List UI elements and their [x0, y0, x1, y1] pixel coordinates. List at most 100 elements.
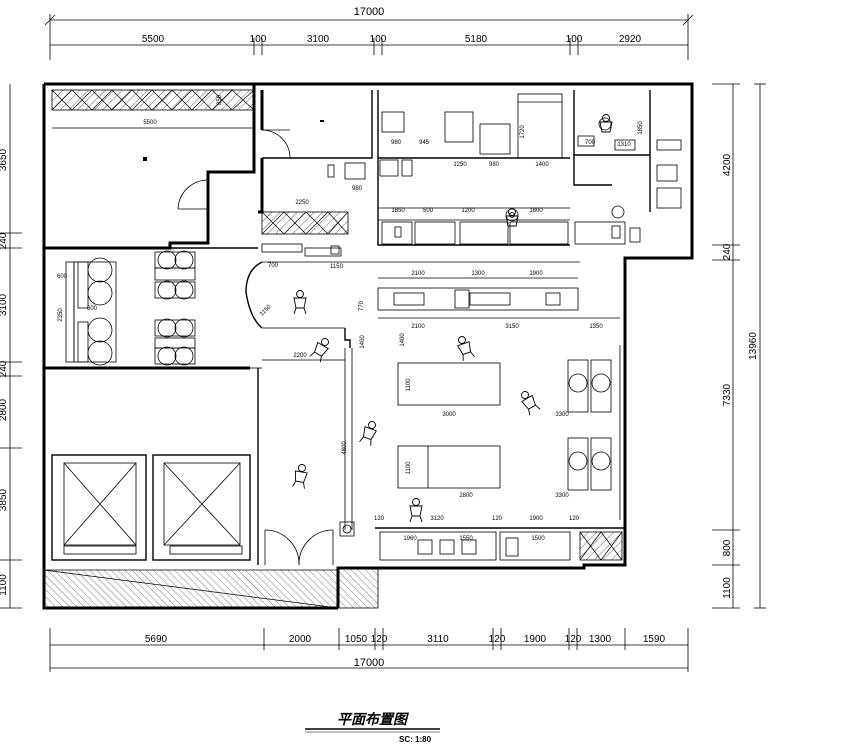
utility-room-upper-middle: 980 [258, 90, 413, 214]
exterior-walls [42, 82, 694, 610]
right-dim-1: 4200 [722, 153, 733, 176]
storage-room-top-left: 5500 850 [44, 84, 256, 250]
right-dim-5: 1100 [722, 577, 733, 599]
dining-table-upper [397, 362, 501, 406]
left-dimension-chain: 3650 240 3100 240 2800 3850 1100 [0, 84, 22, 609]
top-dim-1: 5500 [142, 34, 165, 45]
bottom-dim-9: 1300 [589, 634, 612, 645]
bottom-dim-6: 120 [489, 634, 506, 645]
dining-dim-3: 3000 [442, 412, 456, 418]
two-seat-table-lower [567, 437, 612, 491]
right-dim-3: 7330 [722, 383, 733, 406]
corridor-dim-7: 3150 [505, 324, 519, 330]
left-seating-area: 600 600 2350 [44, 247, 262, 370]
dining-dim-5: 3300 [555, 412, 569, 418]
elevator-shafts [51, 368, 259, 565]
counter-dim-3: 120 [492, 516, 503, 522]
corridor-dim-6: 2100 [411, 324, 425, 330]
corridor-dim-4: 1300 [471, 271, 485, 277]
top-dimension-chain: 17000 5500 100 3100 100 5180 100 2920 [44, 6, 694, 60]
counter-dim-4: 1900 [529, 516, 543, 522]
bottom-dim-3: 1050 [345, 634, 368, 645]
left-dim-5: 2800 [0, 398, 9, 421]
kitchen-dim-f: 980 [489, 162, 500, 168]
drawing-scale: SC: 1:80 [399, 735, 432, 744]
bottom-total-dimension: 17000 [354, 657, 385, 669]
bottom-dim-4: 120 [371, 634, 388, 645]
dining-dim-9: 1400 [360, 335, 366, 349]
left-dim-2: 240 [0, 232, 9, 249]
counter-dim-7: 1550 [459, 536, 473, 542]
top-dim-4: 100 [370, 34, 387, 45]
bottom-dimension-chain: 5690 2000 1050 120 3110 120 1900 120 130… [49, 628, 689, 672]
counter-dim-5: 120 [569, 516, 580, 522]
corridor-counters: 700 1150 2100 1300 1900 2100 3150 1350 7… [245, 261, 620, 361]
bottom-dim-2: 2000 [289, 634, 312, 645]
kitchen-dim-i: 1200 [461, 208, 475, 214]
kitchen-dim-a: 980 [391, 140, 402, 146]
kitchen-dim-e: 1250 [453, 162, 467, 168]
person-figure [599, 114, 613, 133]
table-group-left [154, 250, 196, 366]
person-figure [457, 336, 475, 361]
dining-dim-6: 3300 [555, 493, 569, 499]
person-figure [293, 290, 307, 315]
two-seat-table-upper [567, 359, 612, 413]
bottom-dim-10: 1590 [643, 634, 666, 645]
kitchen-dim-b: 945 [419, 140, 430, 146]
kitchen-area: 980 945 1720 1400 1250 980 1850 500 1200… [377, 90, 570, 246]
left-dim-1: 3650 [0, 148, 9, 171]
right-total-dimension: 13960 [748, 332, 759, 360]
bottom-dim-1: 5690 [145, 634, 168, 645]
person-figure [309, 338, 329, 363]
bottom-dim-5: 3110 [427, 634, 449, 645]
person-figure [409, 498, 423, 523]
top-segment-ticks [253, 38, 579, 55]
kitchen-dim-h: 500 [423, 208, 434, 214]
dining-table-lower [397, 445, 501, 489]
entrance-doors [264, 529, 334, 566]
utility-room-label: 980 [352, 186, 363, 192]
corridor-dim-10: 1150 [259, 304, 273, 318]
seat-dim-3: 2350 [58, 308, 64, 322]
prep-counter-dim: 2250 [295, 200, 309, 206]
people-figures [292, 114, 613, 523]
dining-dim-1: 1100 [406, 378, 412, 392]
counter-dim-6: 1960 [403, 536, 417, 542]
bottom-left-hatched-zone [43, 567, 379, 609]
kitchen-dim-g: 1850 [391, 208, 405, 214]
seat-dim-1: 600 [57, 274, 68, 280]
top-dim-7: 2920 [619, 34, 642, 45]
left-dim-7: 1100 [0, 574, 9, 596]
right-dim-2: 240 [722, 243, 733, 260]
corridor-dim-11: 2200 [293, 353, 307, 359]
kitchen-dim-j: 1800 [529, 208, 543, 214]
kitchen-dim-c: 1720 [520, 125, 526, 139]
drawing-title-block: 平面布置图 SC: 1:80 [305, 711, 440, 744]
storage-depth-label: 850 [217, 94, 223, 105]
person-figure [292, 464, 308, 489]
upper-right-rooms: 700 1310 1850 [573, 90, 682, 245]
washroom-dim-c: 1850 [638, 121, 644, 135]
top-dim-3: 3100 [307, 34, 330, 45]
person-figure [359, 421, 377, 446]
top-total-dimension: 17000 [354, 6, 385, 18]
bottom-counter-row: 120 3120 120 1900 120 1960 1550 1500 [339, 516, 625, 561]
person-figure [505, 208, 519, 227]
kitchen-dim-d: 1400 [535, 162, 549, 168]
top-dim-6: 100 [566, 34, 583, 45]
seat-dim-2: 600 [87, 306, 98, 312]
dining-dim-7: 1400 [400, 333, 406, 347]
corridor-dim-8: 1350 [589, 324, 603, 330]
corridor-dim-3: 2100 [411, 271, 425, 277]
corridor-dim-1: 700 [268, 263, 279, 269]
right-dimension-chain: 4200 240 7330 800 1100 13960 [712, 83, 766, 609]
hatched-counter [261, 211, 349, 235]
dining-dim-4: 2800 [459, 493, 473, 499]
prep-counter-left: 2250 [261, 200, 349, 257]
right-dim-4: 800 [722, 539, 733, 556]
drawing-title: 平面布置图 [337, 711, 409, 728]
left-dim-3: 3100 [0, 293, 9, 316]
corridor-dim-2: 1150 [330, 264, 344, 270]
